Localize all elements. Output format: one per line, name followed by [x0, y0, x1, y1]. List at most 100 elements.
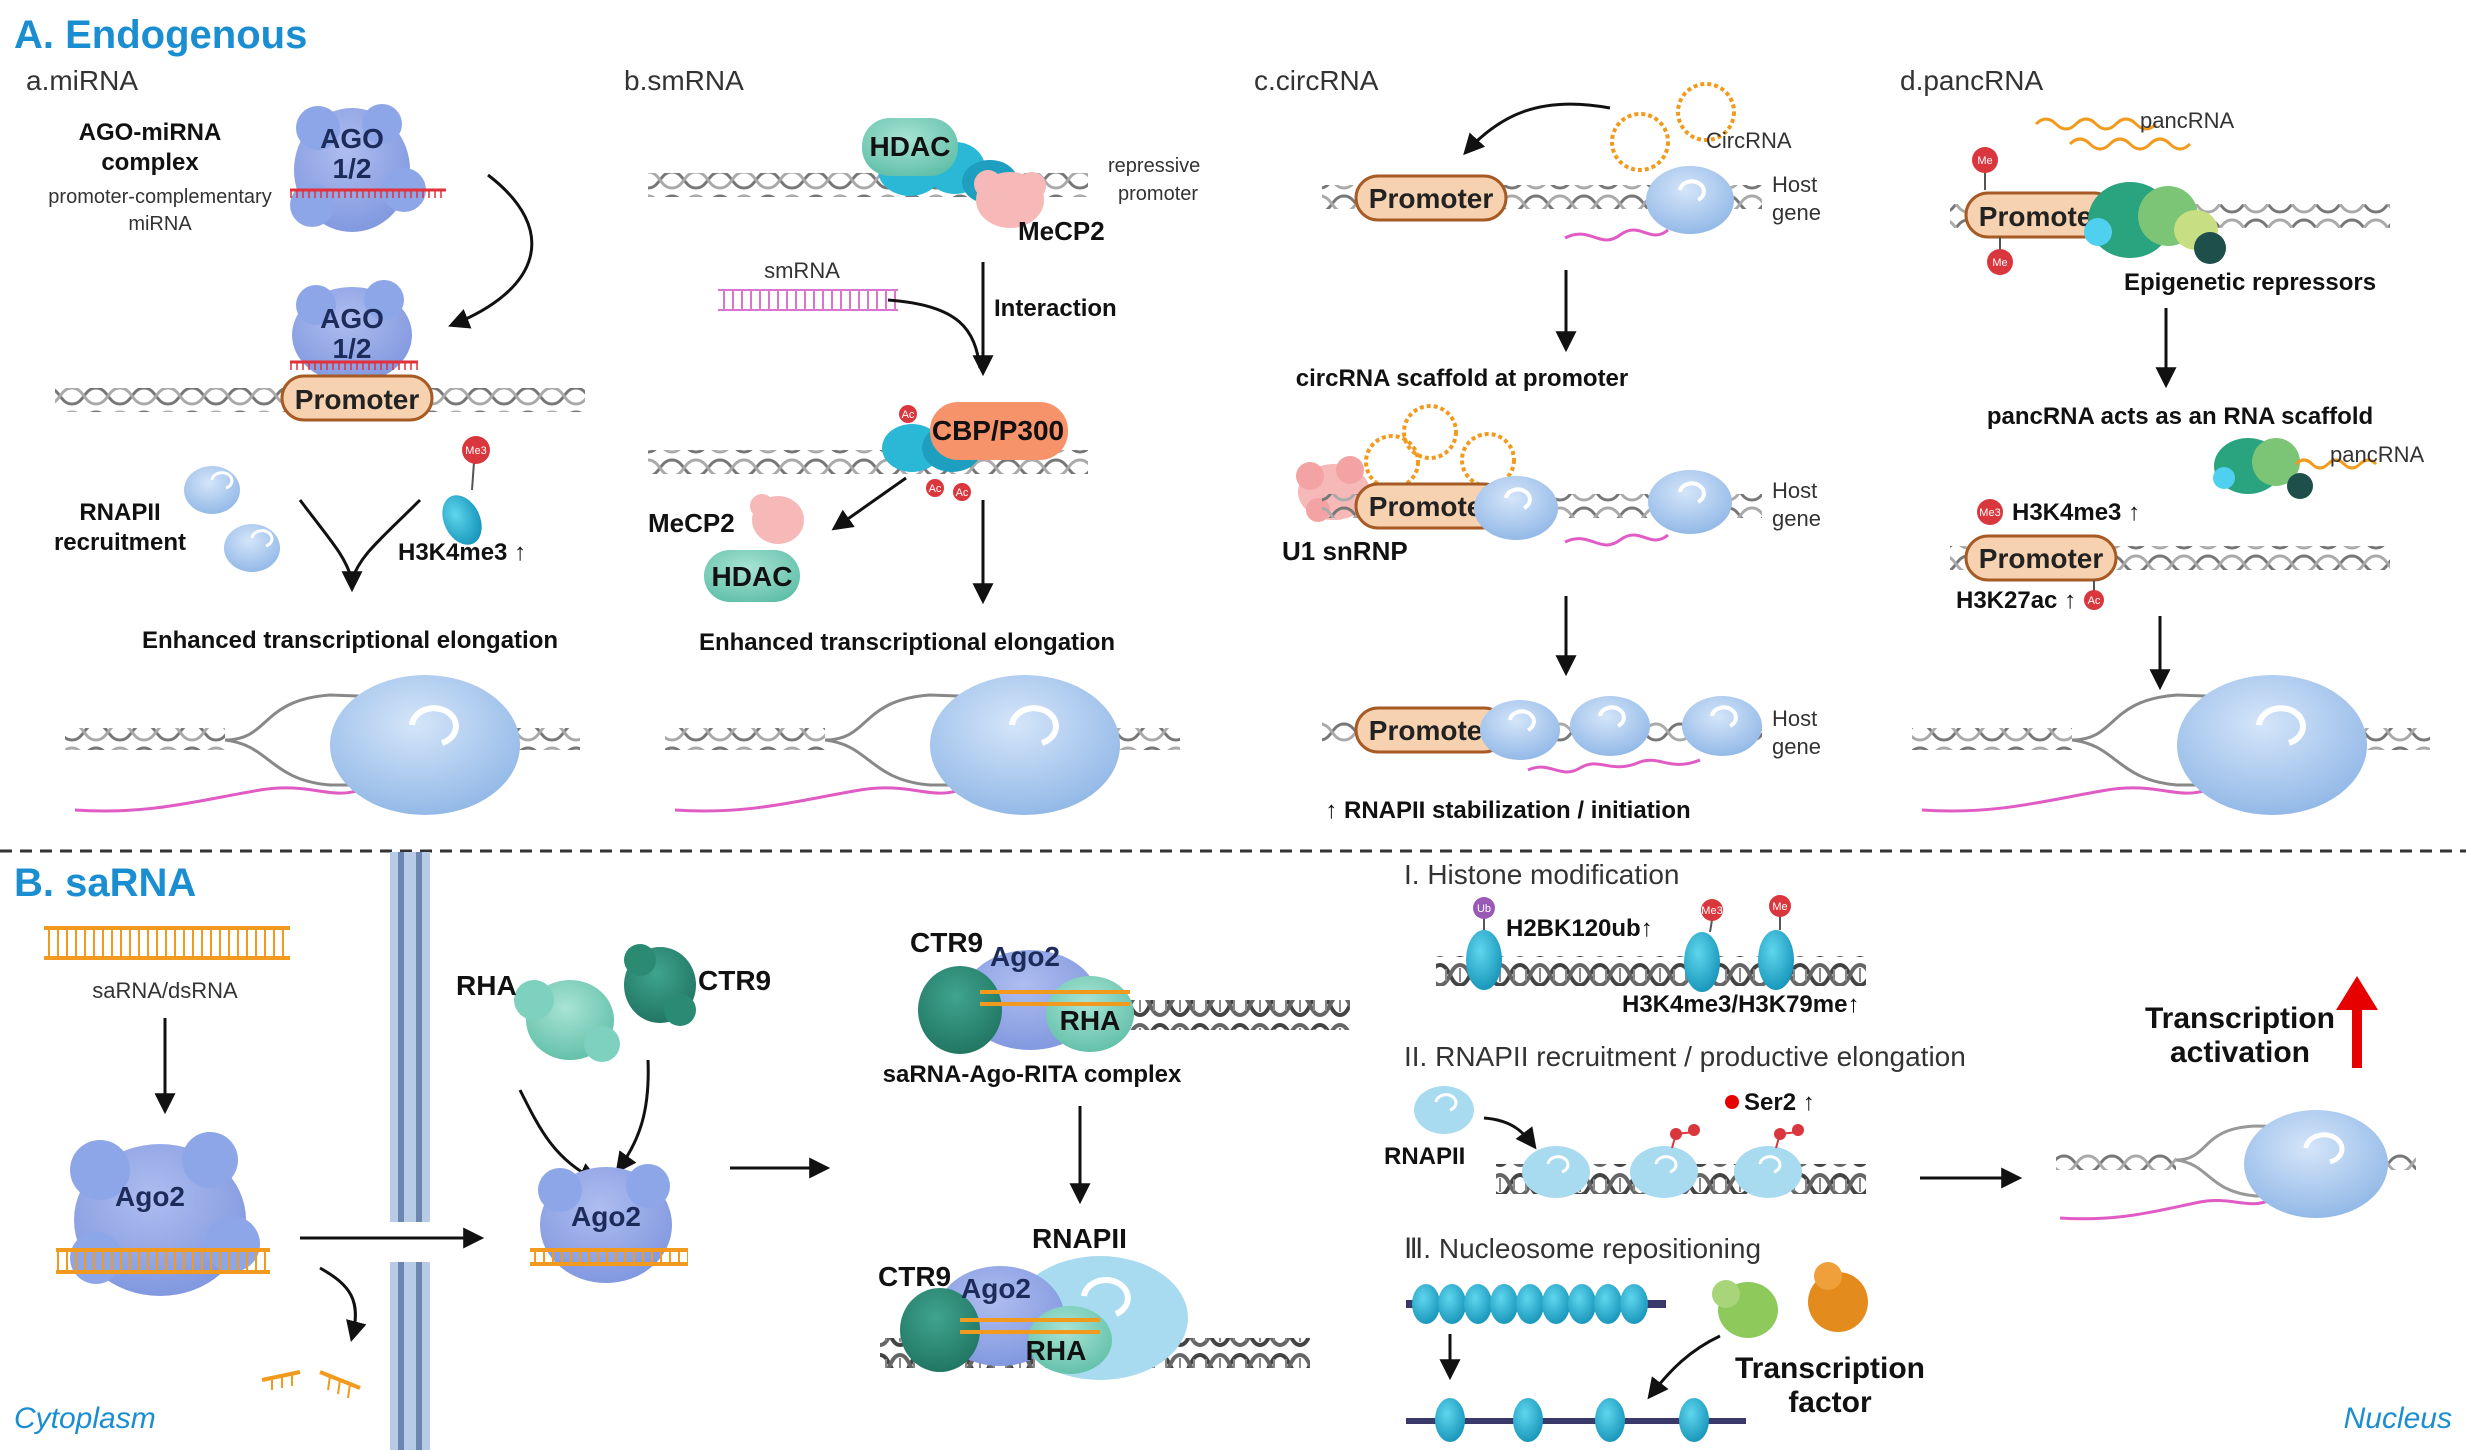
ctr9-protein-icon	[624, 944, 696, 1026]
panel-circrna: c.circRNA CircRNA Promoter Host gene cir…	[1254, 65, 1821, 824]
me-badge-icon	[1972, 147, 1998, 173]
rha-label: RHA	[456, 970, 517, 1001]
ctr9-bound-label: CTR9	[878, 1261, 951, 1292]
rnapii-stabilized-icon	[1480, 696, 1762, 760]
rnapii-large-icon	[2177, 675, 2367, 815]
factor-label: factor	[1788, 1386, 1872, 1419]
smrna-label: smRNA	[764, 258, 840, 283]
rnapii-large-icon	[930, 675, 1120, 815]
mecp2-protein-icon	[974, 170, 1046, 228]
me-badge-icon	[1769, 895, 1791, 917]
me3-badge-icon	[1977, 499, 2003, 525]
rna-transcript-icon	[1564, 228, 1669, 242]
section-a-title: A. Endogenous	[14, 13, 307, 57]
ac-text: Ac	[902, 409, 915, 421]
cbp-p300-protein-icon	[930, 402, 1068, 460]
promoter-label: Promoter	[295, 384, 420, 415]
ac-badge-icon	[899, 405, 971, 501]
me-text-2: Me	[1992, 257, 2007, 269]
rita-complex-icon	[918, 950, 1134, 1054]
histone-nucleosome-icon	[1466, 930, 1794, 992]
smrna-strand-icon	[718, 290, 898, 310]
mirna-panel-title: a.miRNA	[26, 65, 138, 96]
me3-badge: Me3	[465, 445, 486, 457]
u1-snrnp-label: U1 snRNP	[1282, 536, 1408, 566]
panel-smrna: b.smRNA HDAC repressive promoter MeCP2 s…	[624, 65, 1200, 815]
mirna-label: miRNA	[128, 213, 192, 235]
section-b-title: B. saRNA	[14, 861, 196, 905]
ub-badge-icon	[1473, 897, 1495, 919]
hdac-protein-icon	[862, 118, 958, 176]
ago-label: AGO	[320, 123, 384, 154]
sarna-dsrna-label: saRNA/dsRNA	[92, 978, 238, 1003]
h3k4me3-label: H3K4me3 ↑	[398, 539, 526, 566]
hdac-released-label: HDAC	[712, 561, 793, 592]
panel-pancrna: d.pancRNA pancRNA Me Promoter Me Epigene…	[1900, 65, 2430, 815]
ago2-complex-label: Ago2	[990, 941, 1060, 972]
repressive-label: repressive	[1108, 155, 1200, 177]
transcription-bubble-icon	[65, 675, 580, 815]
transcription-bubble-icon	[1912, 675, 2430, 815]
ago-bound-label: AGO	[320, 303, 384, 334]
sarna-dsrna-icon	[44, 926, 290, 960]
histone-modification-title: I. Histone modification	[1404, 859, 1679, 890]
pancrna-promoter-label: Promoter	[1979, 201, 2104, 232]
epigenetic-repressors-label: Epigenetic repressors	[2124, 269, 2376, 296]
ago2-bound-label: Ago2	[961, 1273, 1031, 1304]
ago-mirna-complex-label-2: complex	[101, 149, 199, 176]
mecp2-label: MeCP2	[1018, 216, 1105, 246]
nucleosome-repositioning-title: Ⅲ. Nucleosome repositioning	[1404, 1233, 1761, 1264]
rnapii-free-icon	[1414, 1086, 1474, 1134]
transcription-bubble-icon	[665, 675, 1180, 815]
rnapii-small-icon	[184, 466, 280, 572]
nucleus-label: Nucleus	[2344, 1402, 2452, 1435]
ctr9-label: CTR9	[698, 965, 771, 996]
recruitment-label: recruitment	[54, 529, 186, 556]
circrna-promoter-label-2: Promoter	[1369, 491, 1494, 522]
promoter-box	[1964, 534, 2118, 582]
ac-text-3: Ac	[956, 487, 969, 499]
hdac-released-icon	[704, 550, 800, 602]
me3-text: Me3	[1701, 905, 1722, 917]
panel-mirna: a.miRNA AGO-miRNA complex promoter-compl…	[26, 65, 585, 815]
mecp2-released-icon	[750, 494, 804, 544]
ago-label-2: 1/2	[333, 153, 372, 184]
ac-text-2: Ac	[929, 483, 942, 495]
circrna-icon	[1610, 82, 1736, 172]
rnapii-icon	[1474, 476, 1558, 540]
rnapii-label: RNAPII	[79, 499, 160, 526]
ser2-dot-icon	[1725, 1095, 1739, 1109]
rha-complex-label: RHA	[1060, 1005, 1121, 1036]
scaffold-complex-icon	[2213, 438, 2313, 499]
h3k4me3-label: H3K4me3 ↑	[2012, 499, 2140, 526]
me-text: Me	[1772, 901, 1787, 913]
pancrna-scaffold-label: pancRNA acts as an RNA scaffold	[1987, 403, 2373, 430]
circrna-scaffold-icon	[1364, 404, 1516, 490]
pancrna-label: pancRNA	[2140, 108, 2234, 133]
smrna-panel-title: b.smRNA	[624, 65, 744, 96]
cytoplasm-label: Cytoplasm	[14, 1402, 156, 1435]
promoter-box	[280, 374, 434, 422]
pancrna-promoter-label-2: Promoter	[1979, 543, 2104, 574]
h2bk120ub-label: H2BK120ub↑	[1506, 915, 1653, 942]
ub-text: Ub	[1477, 903, 1491, 915]
circrna-promoter-label: Promoter	[1369, 183, 1494, 214]
rnapii-icon	[1648, 470, 1732, 534]
host-label-2: Host	[1772, 478, 1817, 503]
transcription-factor-label: Transcription	[1735, 1352, 1925, 1385]
activated-transcription-icon	[2056, 1110, 2416, 1221]
ser2-label: Ser2 ↑	[1744, 1089, 1815, 1116]
ago2-label: Ago2	[115, 1181, 185, 1212]
pancrna-label-2: pancRNA	[2330, 442, 2424, 467]
rha-bound-label: RHA	[1026, 1335, 1087, 1366]
rnapii-elongating-icon	[1522, 1146, 1802, 1198]
rnapii-free-label: RNAPII	[1384, 1143, 1465, 1170]
rnapii-icon	[1646, 166, 1734, 234]
me-badge-icon	[1987, 249, 2013, 275]
up-arrow-icon	[2336, 976, 2378, 1068]
h3k27ac-label: H3K27ac ↑	[1956, 587, 2076, 614]
cbp-p300-label: CBP/P300	[932, 415, 1064, 446]
interaction-label: Interaction	[994, 295, 1117, 322]
transcription-factor-icon	[1712, 1262, 1868, 1338]
mecp2-released-label: MeCP2	[648, 508, 735, 538]
